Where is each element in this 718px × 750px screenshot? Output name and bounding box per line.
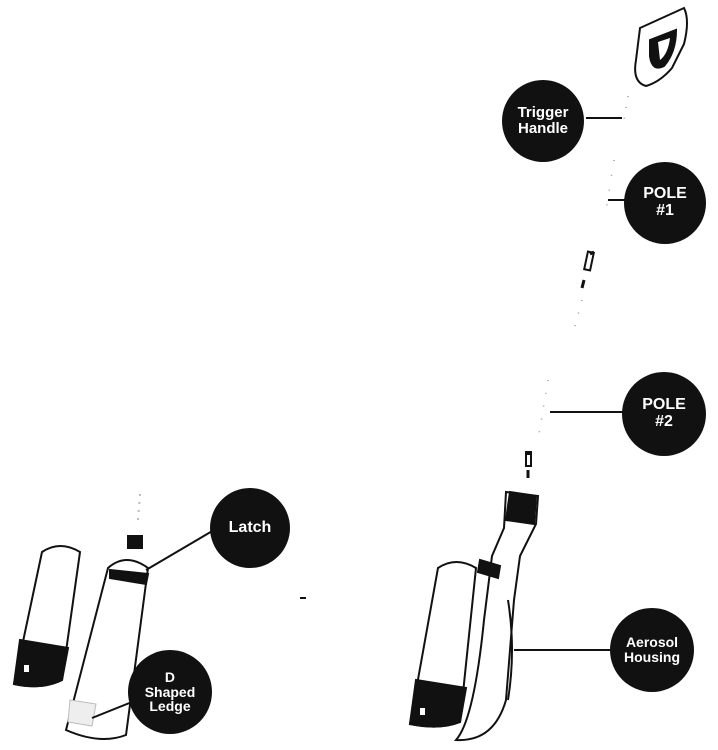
trigger-handle-part <box>634 6 688 88</box>
right-aerosol-housing <box>453 490 540 742</box>
pole-1-connector <box>580 250 595 289</box>
leader-lines <box>91 117 628 719</box>
left-aerosol-canister <box>12 545 82 688</box>
aerosol-housing-callout: Aerosol Housing <box>610 608 694 692</box>
pole-1-label: POLE #1 <box>643 185 687 219</box>
aerosol-housing-label: Aerosol Housing <box>624 634 680 665</box>
d-shaped-ledge-leader <box>91 701 133 719</box>
pole-2-label: POLE #2 <box>642 396 686 430</box>
pole-2-callout: POLE #2 <box>622 372 706 456</box>
pole-2-part <box>537 379 549 441</box>
trigger-handle-callout: Trigger Handle <box>502 80 584 162</box>
d-shaped-ledge-label: D Shaped Ledge <box>144 668 196 715</box>
latch-label: Latch <box>228 518 272 536</box>
right-aerosol-canister <box>408 561 478 728</box>
d-shaped-ledge-callout: D Shaped Ledge <box>128 650 212 734</box>
left-nozzle <box>127 493 143 549</box>
latch-leader <box>145 529 215 571</box>
left-housing-shell <box>64 559 150 740</box>
pole-2-connector <box>525 451 532 478</box>
latch-callout: Latch <box>210 488 290 568</box>
trigger-handle-label: Trigger Handle <box>517 104 569 137</box>
pole-1-callout: POLE #1 <box>624 162 706 244</box>
